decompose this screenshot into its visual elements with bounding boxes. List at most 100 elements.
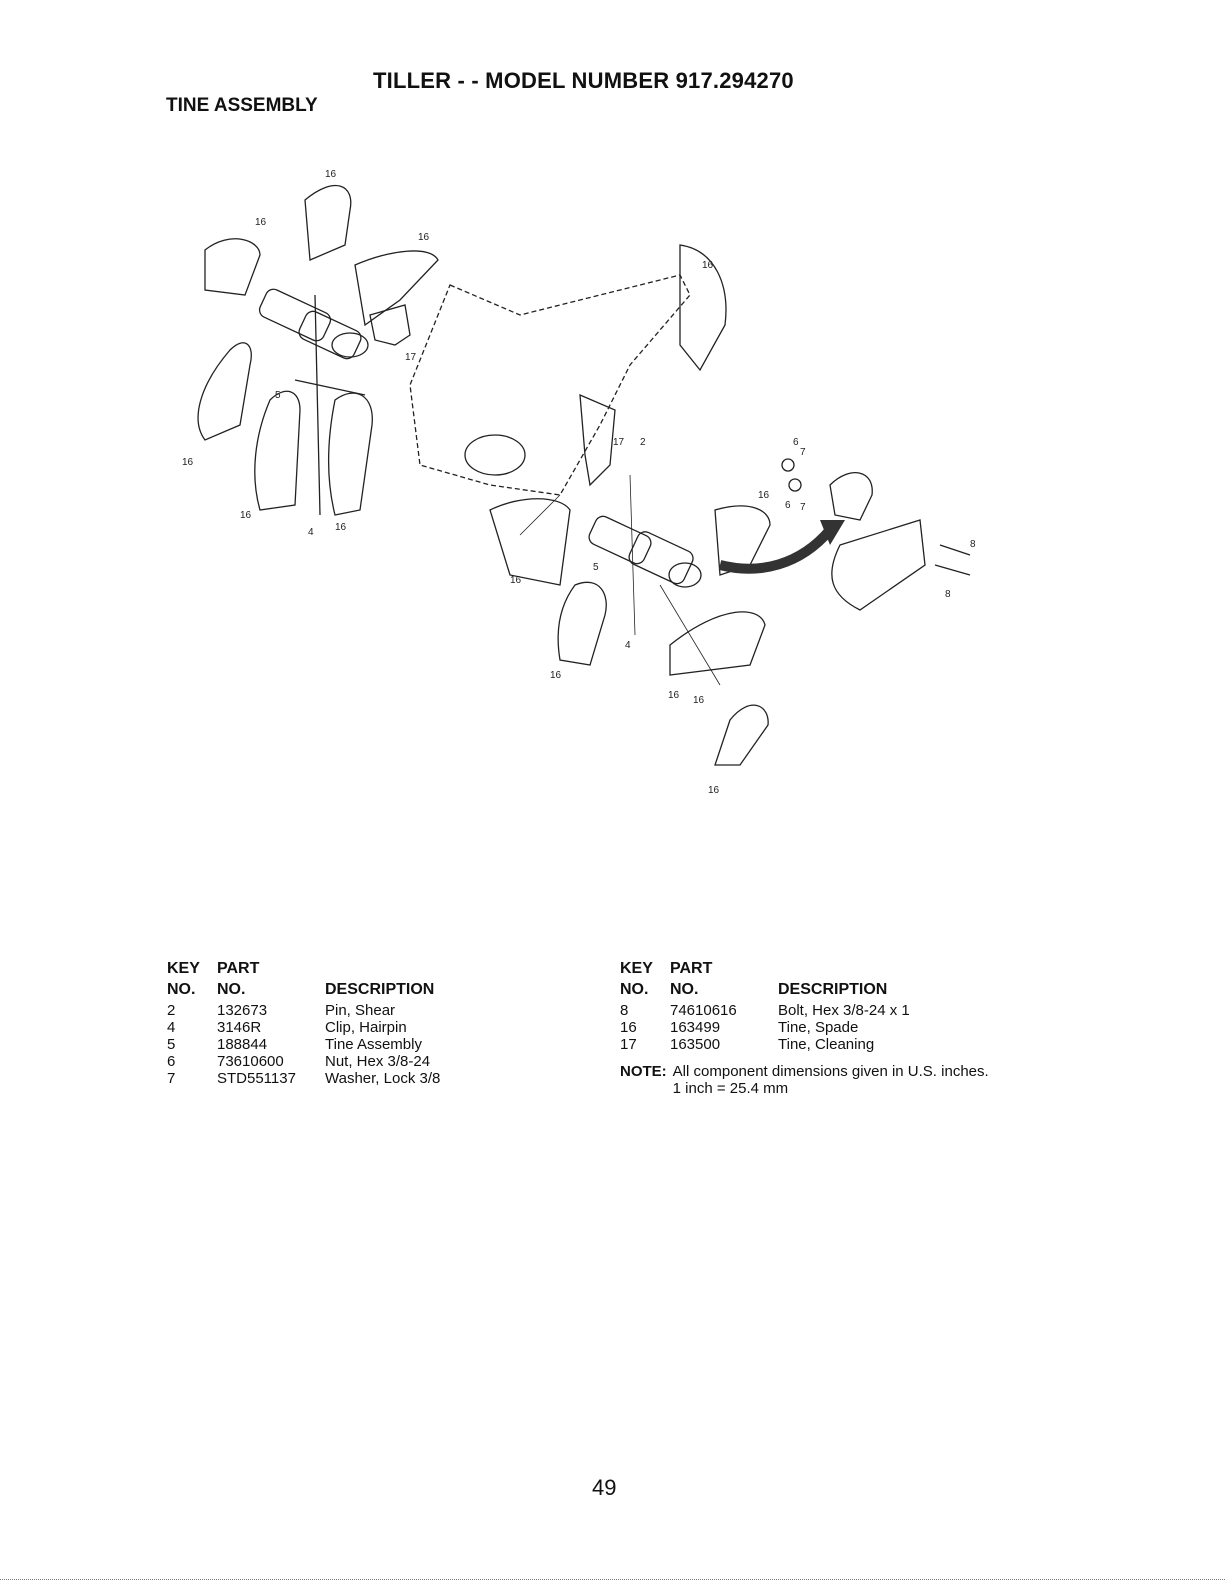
- transmission-axle: [464, 434, 526, 476]
- section-title: TINE ASSEMBLY: [166, 95, 318, 116]
- callout: 16: [510, 575, 522, 586]
- callout: 16: [182, 457, 194, 468]
- tine-16-right-lower: [669, 611, 766, 676]
- tine-17-cleaning: [369, 304, 411, 346]
- exploded-view-drawing: 16 16 16 17 16 16 4 16 5 16 17 2 16 6 7 …: [182, 169, 976, 796]
- table-row: 2 132673 Pin, Shear: [167, 1002, 517, 1019]
- callout: 16: [325, 169, 337, 180]
- key-no: 16: [620, 1019, 637, 1036]
- right-hub-flange: [588, 515, 652, 565]
- key-no: 5: [167, 1036, 176, 1053]
- column-header-description: DESCRIPTION: [325, 981, 435, 998]
- callout: 17: [613, 437, 625, 448]
- tine-16-left: [197, 342, 252, 441]
- callout: 6: [793, 437, 799, 448]
- callout: 16: [668, 690, 680, 701]
- callout: 5: [593, 562, 599, 573]
- part-no: 188844: [217, 1036, 268, 1053]
- end-plate: [829, 472, 873, 521]
- bracket-17: [579, 393, 616, 487]
- note-label: NOTE:: [620, 1063, 667, 1080]
- part-no: STD551137: [217, 1070, 296, 1087]
- tine-16-right-center: [714, 505, 771, 576]
- callout: 16: [702, 260, 714, 271]
- table-row: 6 73610600 Nut, Hex 3/8-24: [167, 1053, 517, 1070]
- key-no: 6: [167, 1053, 176, 1070]
- tine-16-top: [304, 184, 352, 261]
- left-shaft-end: [331, 332, 369, 358]
- left-hub-flange: [258, 288, 332, 342]
- column-header-key: KEY: [167, 960, 200, 977]
- tine-16-right-low: [557, 581, 607, 666]
- callout: 4: [625, 640, 631, 651]
- table-row: 4 3146R Clip, Hairpin: [167, 1019, 517, 1036]
- column-header-description: DESCRIPTION: [778, 981, 888, 998]
- part-description: Nut, Hex 3/8-24: [325, 1053, 431, 1070]
- column-header-part: PART: [217, 960, 260, 977]
- part-no: 73610600: [217, 1053, 284, 1070]
- tine-16-right-bottom: [714, 704, 769, 766]
- callout: 7: [800, 447, 806, 458]
- dimension-note: NOTE: All component dimensions given in U…: [620, 1063, 1040, 1097]
- key-no: 2: [167, 1002, 176, 1019]
- column-header-key-no: NO.: [167, 981, 196, 998]
- column-header-part-no: NO.: [670, 981, 699, 998]
- parts-list-right: KEY PART NO. NO. DESCRIPTION 8 74610616 …: [620, 960, 1040, 1160]
- tine-8-end: [831, 519, 926, 611]
- callout: 16: [418, 232, 430, 243]
- key-no: 17: [620, 1036, 637, 1053]
- callout: 16: [240, 510, 252, 521]
- key-no: 4: [167, 1019, 176, 1036]
- table-row: 17 163500 Tine, Cleaning: [620, 1036, 1040, 1053]
- part-no: 163499: [670, 1019, 721, 1036]
- callout: 6: [785, 500, 791, 511]
- right-hub-flange-2: [628, 531, 694, 585]
- callout: 16: [550, 670, 562, 681]
- page-title: TILLER - - MODEL NUMBER 917.294270: [373, 68, 794, 93]
- callout: 5: [275, 390, 281, 401]
- tine-16-right-mid: [489, 498, 571, 586]
- part-description: Clip, Hairpin: [325, 1019, 407, 1036]
- part-description: Tine Assembly: [325, 1036, 422, 1053]
- assembly-arrow: [718, 526, 834, 574]
- right-shaft-end: [668, 562, 702, 588]
- callout: 7: [800, 502, 806, 513]
- page-number: 49: [592, 1475, 617, 1500]
- bottom-divider: [0, 1579, 1225, 1580]
- callout: 4: [308, 527, 314, 538]
- part-no: 3146R: [217, 1019, 262, 1036]
- transmission-housing: [409, 274, 691, 496]
- part-description: Pin, Shear: [325, 1002, 396, 1019]
- callout: 16: [708, 785, 720, 796]
- table-row: 8 74610616 Bolt, Hex 3/8-24 x 1: [620, 1002, 1040, 1019]
- callout: 17: [405, 352, 417, 363]
- note-text: All component dimensions given in U.S. i…: [672, 1063, 989, 1097]
- part-description: Bolt, Hex 3/8-24 x 1: [778, 1002, 910, 1019]
- part-description: Tine, Spade: [778, 1019, 859, 1036]
- part-no: 74610616: [670, 1002, 737, 1019]
- tine-16-upper-right: [354, 250, 439, 327]
- key-no: 7: [167, 1070, 176, 1087]
- callout: 16: [335, 522, 347, 533]
- column-header-part: PART: [670, 960, 713, 977]
- part-no: 163500: [670, 1036, 721, 1053]
- table-row: 5 188844 Tine Assembly: [167, 1036, 517, 1053]
- left-hub-flange-2: [298, 310, 362, 360]
- table-row: 7 STD551137 Washer, Lock 3/8: [167, 1070, 517, 1087]
- callout: 8: [945, 589, 951, 600]
- column-header-key: KEY: [620, 960, 653, 977]
- callout: 8: [970, 539, 976, 550]
- parts-list-left: KEY PART NO. NO. DESCRIPTION 2 132673 Pi…: [167, 960, 517, 1160]
- part-description: Washer, Lock 3/8: [325, 1070, 441, 1087]
- tine-16-right-top: [679, 244, 727, 372]
- column-header-key-no: NO.: [620, 981, 649, 998]
- tine-16-lower-right: [327, 392, 373, 516]
- table-row: 16 163499 Tine, Spade: [620, 1019, 1040, 1036]
- tine-16-upper-left: [204, 238, 261, 296]
- column-header-part-no: NO.: [217, 981, 246, 998]
- callout: 16: [255, 217, 267, 228]
- callout: 16: [693, 695, 705, 706]
- part-description: Tine, Cleaning: [778, 1036, 875, 1053]
- callout: 2: [640, 437, 646, 448]
- tine-assembly-diagram: 16 16 16 17 16 16 4 16 5 16 17 2 16 6 7 …: [160, 165, 990, 815]
